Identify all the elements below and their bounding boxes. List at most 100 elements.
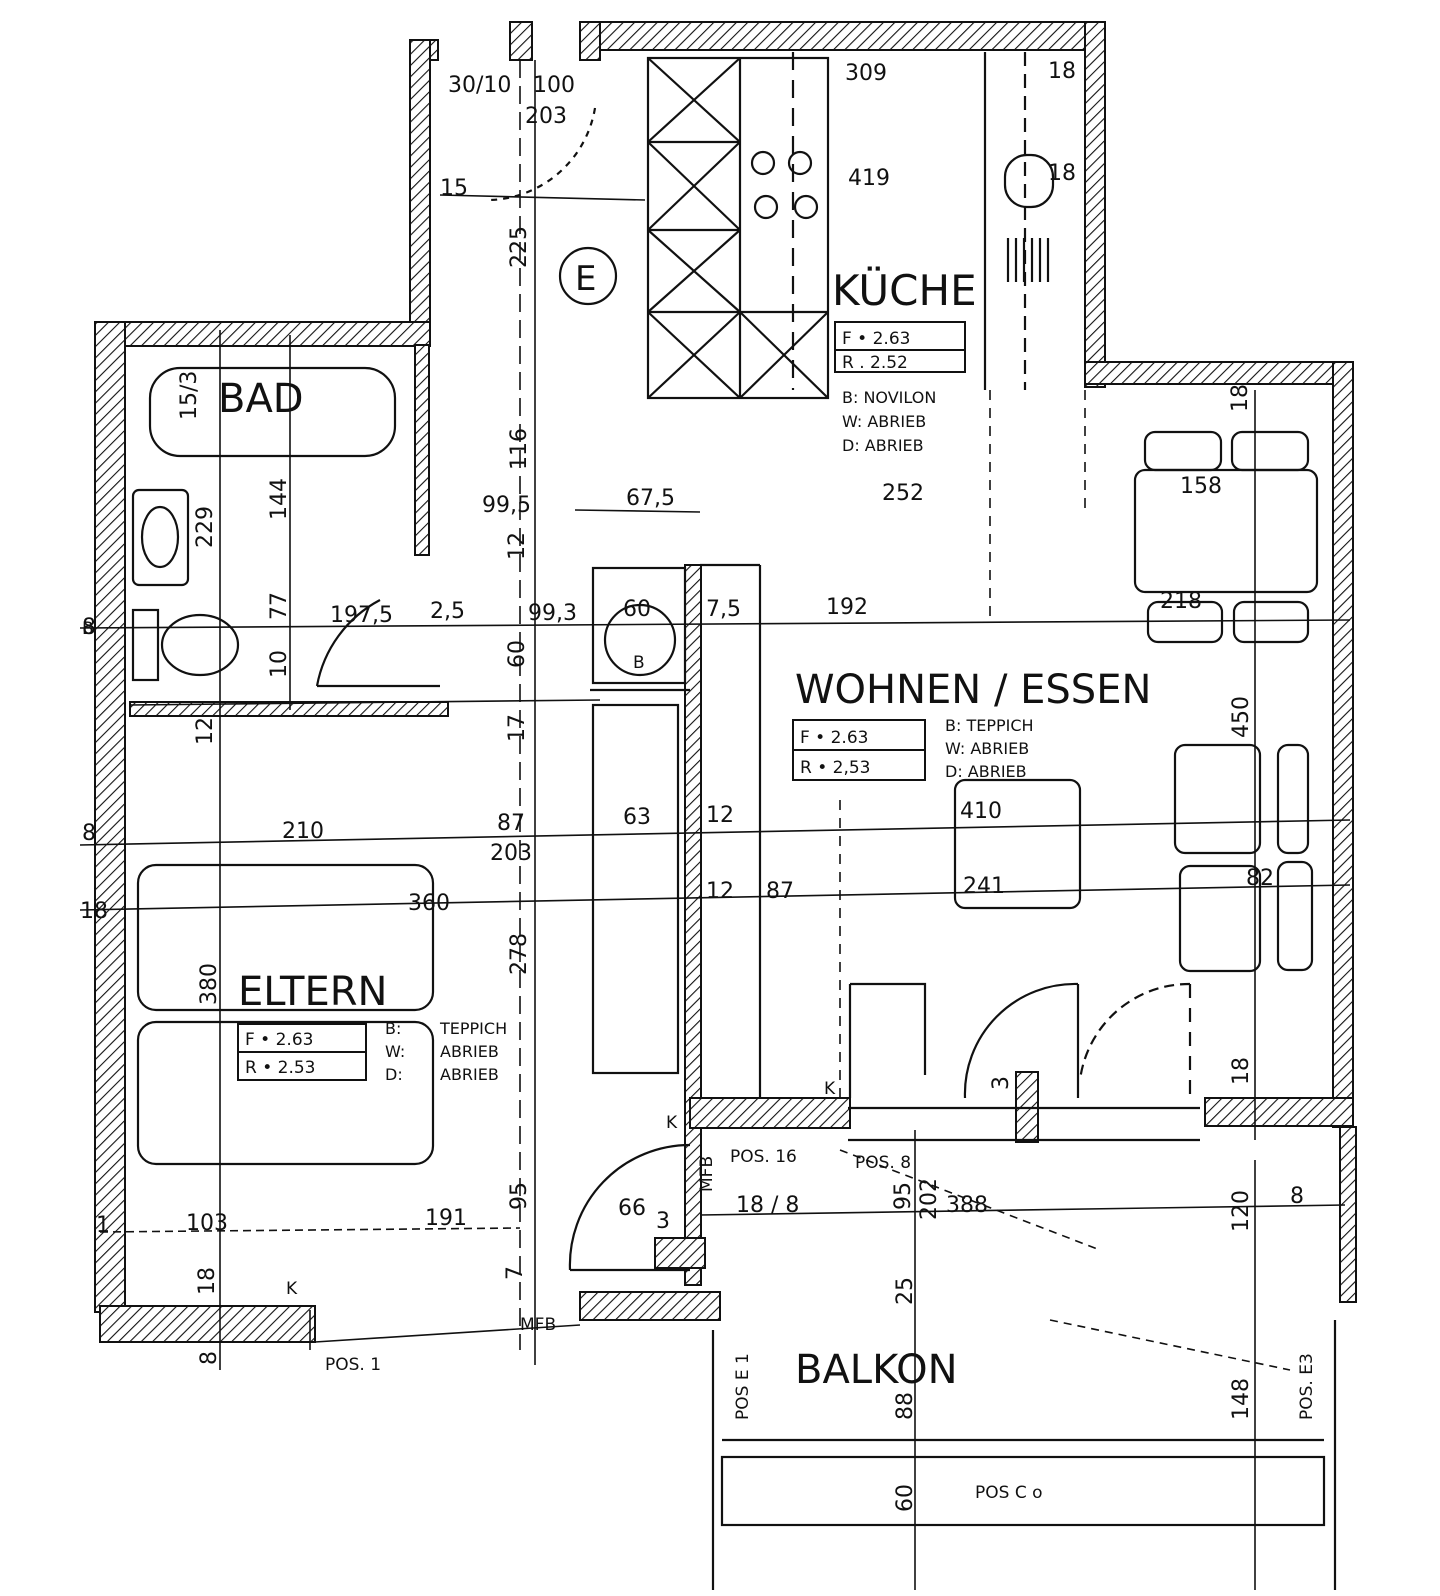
dim-label: 419 [848, 166, 890, 191]
wohnen-mat-b: B: TEPPICH [945, 716, 1034, 735]
dim-label: 18 [80, 899, 108, 924]
dim-label: 3 [989, 1076, 1014, 1090]
wall-left [94, 321, 126, 1313]
dim-label: 88 [893, 1392, 918, 1420]
dim-label: 95 [891, 1182, 916, 1210]
dim-label: 252 [882, 481, 924, 506]
dim-label: 82 [1246, 866, 1274, 891]
room-name-balkon: BALKON [795, 1347, 958, 1393]
wall-jamb-small [654, 1237, 706, 1269]
dim-label: 1 [96, 1213, 110, 1238]
pos-label: POS C o [975, 1483, 1043, 1503]
room-name-bad: BAD [218, 376, 304, 422]
dim-label: 12 [706, 803, 734, 828]
dim-label: 3 [656, 1209, 670, 1234]
dim-label: 60 [505, 640, 530, 668]
wohnen-spec-box: F • 2.63 R • 2,53 B: TEPPICH W: ABRIEB D… [792, 716, 1034, 781]
dim-label: 100 [533, 73, 575, 98]
wall-bottom-mid [579, 1291, 721, 1321]
dim-label: 388 [946, 1193, 988, 1218]
kueche-height-r: R . 2.52 [842, 353, 908, 373]
dim-label: 18 [195, 1267, 220, 1295]
wall-entry-jamb [509, 21, 533, 61]
eltern-mat-b: TEPPICH [439, 1019, 507, 1038]
eltern-mat-w: ABRIEB [440, 1042, 499, 1061]
wall-bath-top [94, 321, 431, 347]
dim-label: 87 [766, 879, 794, 904]
room-name-eltern: ELTERN [238, 969, 387, 1015]
wall-kitchen-top [599, 21, 1106, 51]
pos-label: POS. E3 [1297, 1353, 1317, 1420]
dim-label: 15 [440, 176, 468, 201]
dim-label: 12 [706, 879, 734, 904]
dim-label: 241 [963, 874, 1005, 899]
dim-label: 360 [408, 891, 450, 916]
dim-label: 60 [623, 597, 651, 622]
eltern-height-r: R • 2.53 [245, 1058, 316, 1078]
eltern-mat-b-key: B: [385, 1019, 401, 1038]
wall-living-top [1084, 361, 1354, 385]
kitchen-sink [1003, 153, 1055, 209]
eltern-height-f: F • 2.63 [245, 1030, 313, 1050]
kueche-spec-box: F • 2.63 R . 2.52 B: NOVILON W: ABRIEB D… [834, 321, 966, 455]
dim-label: 7 [503, 1266, 528, 1280]
kitchen-counter [646, 56, 830, 400]
toilet-tank [131, 608, 160, 682]
position-labels: POS. 16 POS. 8 POS. 1 POS E 1 POS. E3 PO… [82, 619, 1317, 1503]
dim-label: 2,5 [430, 599, 465, 624]
eltern-mat-w-key: W: [385, 1042, 405, 1061]
dim-label: 95 [507, 1182, 532, 1210]
eltern-spec-box: F • 2.63 R • 2.53 B: W: D: TEPPICH ABRIE… [237, 1019, 507, 1084]
dim-label: 8 [197, 1351, 222, 1365]
dim-label: 450 [1229, 696, 1254, 738]
radiator [1006, 238, 1050, 282]
wall-entry-jamb-2 [579, 21, 601, 61]
dim-label: 87 [497, 811, 525, 836]
dim-label: 202 [917, 1178, 942, 1220]
dim-label: 410 [960, 799, 1002, 824]
dim-label: 8 [82, 821, 96, 846]
fixtures [131, 52, 1337, 1590]
dim-label: 380 [197, 963, 222, 1005]
dim-label: 158 [1180, 474, 1222, 499]
washbasin [131, 488, 190, 587]
pos-label: B [82, 619, 94, 639]
dim-label: 197,5 [330, 603, 393, 628]
pos-label: B [633, 653, 645, 673]
wall-living-bottom-right [1204, 1097, 1354, 1127]
dim-label: 10 [267, 650, 292, 678]
toilet-bowl [160, 613, 240, 677]
dim-label: 25 [893, 1277, 918, 1305]
dim-label: 8 [82, 615, 96, 640]
dim-label: 30/10 [448, 73, 511, 98]
dim-label: 203 [490, 841, 532, 866]
coffee-table [953, 778, 1082, 910]
hob-burner-3 [753, 194, 779, 220]
wohnen-height-r: R • 2,53 [800, 758, 871, 778]
dim-label: 67,5 [626, 486, 675, 511]
dim-label: 191 [425, 1206, 467, 1231]
corridor-cupboard [591, 703, 680, 1075]
dim-label: 18 [1048, 59, 1076, 84]
dim-label: 63 [623, 805, 651, 830]
dim-label: 229 [193, 506, 218, 548]
dim-label: 12 [193, 717, 218, 745]
pos-label: POS E 1 [733, 1353, 753, 1420]
dim-label: 18 / 8 [736, 1193, 799, 1218]
dim-label: 120 [1229, 1190, 1254, 1232]
bathtub [148, 366, 397, 458]
dim-label: 99,5 [482, 493, 531, 518]
eltern-mat-d: ABRIEB [440, 1065, 499, 1084]
wohnen-mat-w: W: ABRIEB [945, 739, 1029, 758]
dim-label: 103 [186, 1211, 228, 1236]
kueche-mat-d: D: ABRIEB [842, 436, 924, 455]
pos-label: POS. 16 [730, 1147, 797, 1167]
hob-burner-4 [793, 194, 819, 220]
kueche-mat-b: B: NOVILON [842, 388, 936, 407]
dim-label: 309 [845, 61, 887, 86]
dining-table-top [1133, 468, 1319, 594]
dim-label: 192 [826, 595, 868, 620]
wall-living-bottom [689, 1097, 851, 1129]
entry-label: E [575, 259, 596, 299]
wall-bottom-left [99, 1305, 316, 1343]
